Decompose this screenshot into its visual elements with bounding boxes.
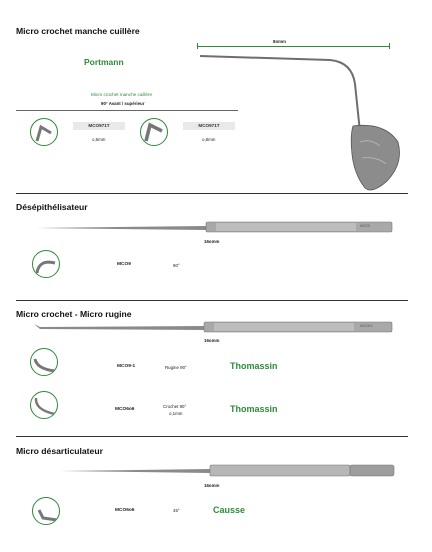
dimension-label-2: 16omm xyxy=(204,239,220,244)
product-code-box-1: MCO971T xyxy=(73,122,125,130)
product-code-5: MCO6o6 xyxy=(115,407,135,412)
dimension-tick-left xyxy=(197,43,198,49)
product-spec-5: Crochet 90° xyxy=(163,404,187,409)
tip-detail-circle-5 xyxy=(30,391,58,419)
tip-detail-circle-3 xyxy=(32,250,60,278)
section-title-micro-rugine: Micro crochet - Micro rugine xyxy=(16,309,132,319)
spoon-hook-instrument-image xyxy=(199,55,400,191)
product-code-4: MCO9-1 xyxy=(117,364,136,369)
micro-rugine-instrument-image xyxy=(34,321,393,333)
section-divider-1 xyxy=(16,193,408,194)
section-title-spoon-hook: Micro crochet manche cuillère xyxy=(16,26,140,36)
section-divider-3 xyxy=(16,436,408,437)
dimension-line xyxy=(197,46,389,47)
product-spec-6: 45° xyxy=(173,508,180,513)
product-code-3: MCO9 xyxy=(117,262,131,267)
subheading-divider xyxy=(16,110,238,111)
dimension-label-4: 16omm xyxy=(204,483,220,488)
product-spec-5b: o,1mm xyxy=(169,411,183,416)
tip-detail-circle-1 xyxy=(30,118,58,146)
tip-detail-circle-6 xyxy=(32,497,60,525)
product-spec-3: 90° xyxy=(173,263,180,268)
section-title-desepithelisateur: Désépithélisateur xyxy=(16,202,88,212)
desarticulateur-instrument-image xyxy=(60,464,395,477)
handle-mark-3: MCO9-1 xyxy=(360,324,373,328)
product-spec-1: o,5mm xyxy=(92,137,106,142)
section-title-desarticulateur: Micro désarticulateur xyxy=(16,446,103,456)
dimension-tick-right xyxy=(389,43,390,49)
tip-detail-circle-2 xyxy=(140,118,168,146)
brand-causse: Causse xyxy=(213,505,246,515)
product-code-box-2: MCO971T xyxy=(183,122,235,130)
brand-portmann: Portmann xyxy=(84,57,124,67)
handle-mark-2: MCO9 xyxy=(360,224,370,228)
dimension-label-3: 16omm xyxy=(204,338,220,343)
product-spec-4: Rugine 90° xyxy=(165,365,187,370)
product-code-6: MCO6o6 xyxy=(115,508,135,513)
subheading-spoon-hook: Micro crochet manche cuillère xyxy=(91,92,153,97)
brand-thomassin-2: Thomassin xyxy=(230,404,278,414)
subheading-angle: 90° Avant / supérieur xyxy=(101,101,145,106)
dimension-label: 8omm xyxy=(273,39,286,44)
brand-thomassin-1: Thomassin xyxy=(230,361,278,371)
product-spec-2: o,8mm xyxy=(202,137,216,142)
tip-detail-circle-4 xyxy=(30,348,58,376)
section-divider-2 xyxy=(16,300,408,301)
desepithelisateur-instrument-image xyxy=(36,221,393,233)
